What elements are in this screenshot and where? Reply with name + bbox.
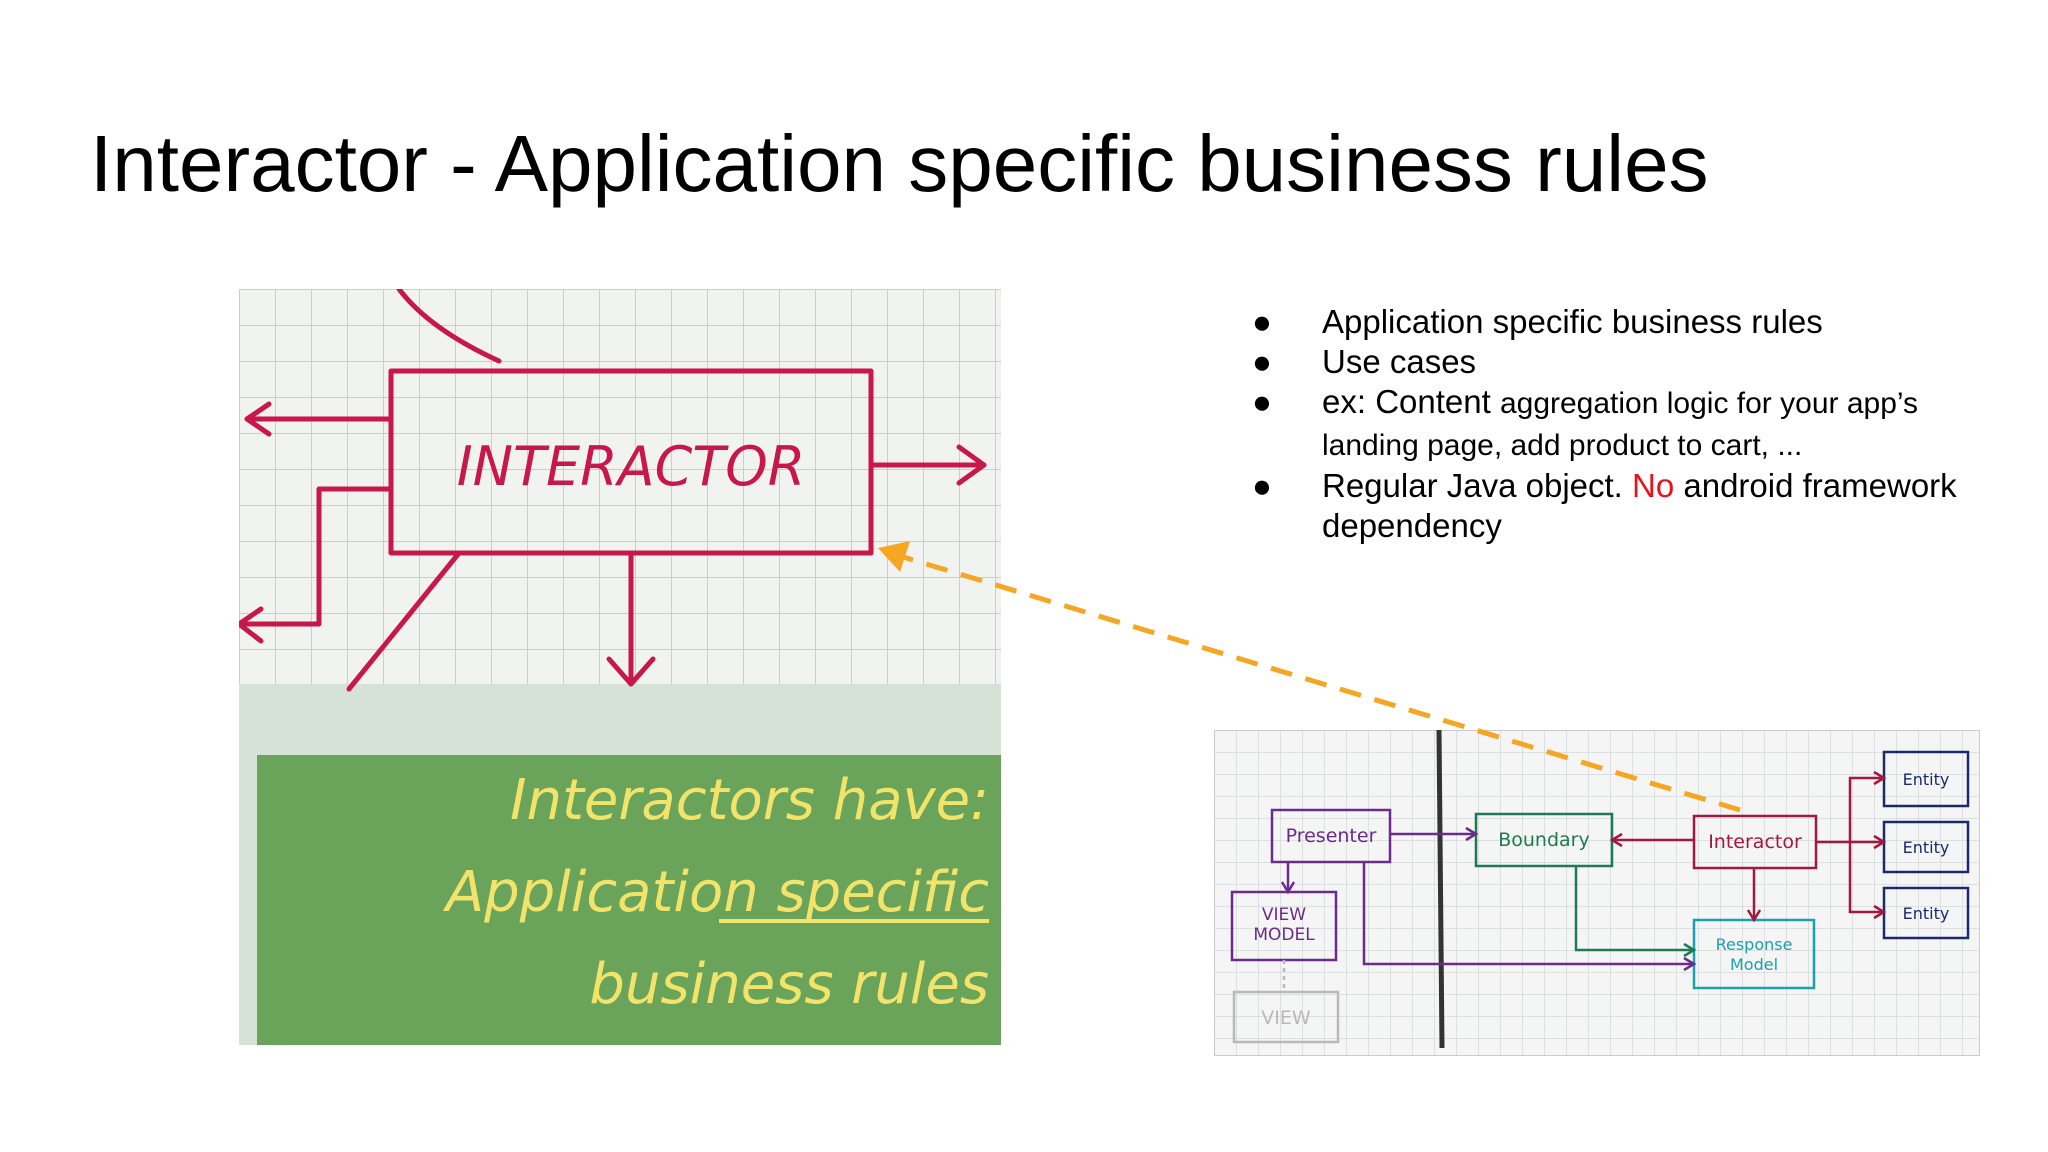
entity-label-1: Entity <box>1903 770 1950 789</box>
bullet-dot: ● <box>1252 302 1272 342</box>
interactor-sketch-image: INTERACTOR Interactors have: Application… <box>239 289 1001 1045</box>
entity-label-3: Entity <box>1903 904 1950 923</box>
presenter-label: Presenter <box>1286 825 1377 847</box>
bullet-list: ● Application specific business rules ● Us… <box>1250 302 2010 546</box>
bullet-dot: ● <box>1252 466 1272 506</box>
view-model-label-2: MODEL <box>1253 925 1315 945</box>
bullet-item: ●Regular Java object. No android framewo… <box>1250 466 2010 546</box>
bullet-text-prefix: Regular Java object. <box>1322 467 1623 504</box>
entity-label-2: Entity <box>1903 838 1950 857</box>
response-model-label-1: Response <box>1716 935 1793 954</box>
boundary-label: Boundary <box>1498 829 1590 851</box>
caption-line-1: Interactors have: <box>510 768 989 833</box>
bullet-item: ● Use cases <box>1250 342 2010 382</box>
bullet-text: Application specific business rules <box>1322 303 1823 340</box>
bullet-text-prefix: ex: Content <box>1322 383 1491 420</box>
view-model-label-1: VIEW <box>1262 905 1306 925</box>
response-model-label-2: Model <box>1730 955 1778 974</box>
bullet-dot: ● <box>1252 382 1272 422</box>
interactor-label: Interactor <box>1708 831 1802 853</box>
slide-title: Interactor - Application specific busine… <box>90 118 1709 210</box>
caption-line-2: Application specific <box>443 860 989 925</box>
bullet-highlight: No <box>1632 467 1674 504</box>
interactor-box-label: INTERACTOR <box>457 435 806 498</box>
architecture-diagram-image: Presenter Boundary Interactor VIEW MODEL… <box>1214 730 1980 1056</box>
bullet-item: ● Application specific business rules <box>1250 302 2010 342</box>
view-label: VIEW <box>1261 1007 1311 1029</box>
bullet-text: Use cases <box>1322 343 1476 380</box>
caption-line-3: business rules <box>589 952 989 1017</box>
bullet-dot: ● <box>1252 342 1272 382</box>
bullet-item: ●ex: Content aggregation logic for your … <box>1250 382 2010 466</box>
